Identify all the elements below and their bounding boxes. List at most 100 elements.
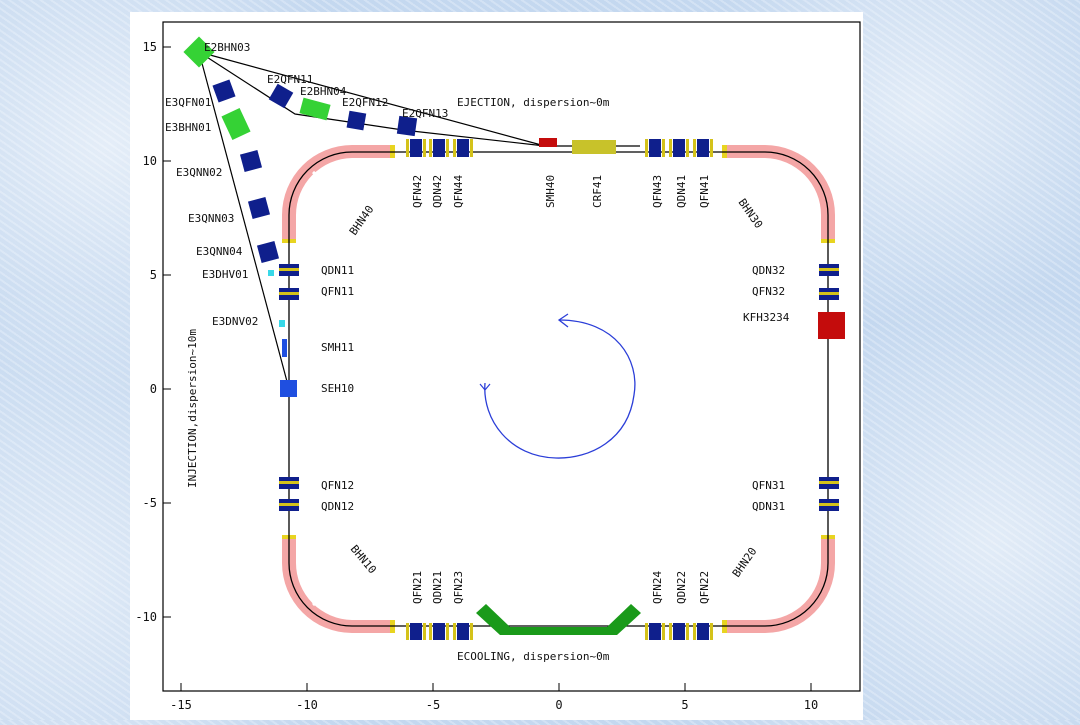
dipole-bhn40 xyxy=(282,145,392,240)
y-tick-label: 10 xyxy=(143,154,157,168)
y-tick-label: 0 xyxy=(150,382,157,396)
y-tick-labels: 15 10 5 0 -5 -10 xyxy=(135,40,157,624)
quad-qdn41 xyxy=(669,139,689,157)
quad-e2qfn13 xyxy=(396,115,418,137)
quad-qdn31 xyxy=(819,499,839,511)
label-qfn22: QFN22 xyxy=(698,571,711,604)
label-bhn30: BHN30 xyxy=(736,196,766,231)
quad-qfn22 xyxy=(693,623,713,640)
label-e3dhv01: E3DHV01 xyxy=(202,268,248,281)
label-e2qfn12: E2QFN12 xyxy=(342,96,388,109)
y-tick-label: 5 xyxy=(150,268,157,282)
x-tick-label: 5 xyxy=(681,698,688,712)
quad-qfn41 xyxy=(693,139,713,157)
label-qfn42: QFN42 xyxy=(411,175,424,208)
label-qfn43: QFN43 xyxy=(651,175,664,208)
rotation-arrow-tail xyxy=(479,383,491,391)
label-seh10: SEH10 xyxy=(321,382,354,395)
label-qdn42: QDN42 xyxy=(431,175,444,208)
label-e2bhn03: E2BHN03 xyxy=(204,41,250,54)
label-qdn41: QDN41 xyxy=(675,175,688,208)
quad-qfn44 xyxy=(453,139,473,157)
label-qdn12: QDN12 xyxy=(321,500,354,513)
quad-e3qnn02 xyxy=(239,149,263,173)
rotation-arrow xyxy=(484,319,636,459)
quad-qdn42 xyxy=(429,139,449,157)
dipole-bhn30 xyxy=(725,145,835,240)
label-e3qfn01: E3QFN01 xyxy=(165,96,211,109)
label-qdn22: QDN22 xyxy=(675,571,688,604)
cavity-crf41 xyxy=(572,140,616,154)
label-e2bhn04: E2BHN04 xyxy=(300,85,347,98)
septum-smh40 xyxy=(539,138,557,147)
y-tick-label: 15 xyxy=(143,40,157,54)
septum-seh10 xyxy=(280,380,297,397)
x-tick-label: -15 xyxy=(170,698,192,712)
x-tick-label: 0 xyxy=(555,698,562,712)
label-e3qnn03: E3QNN03 xyxy=(188,212,234,225)
label-qdn11: QDN11 xyxy=(321,264,354,277)
label-qdn21: QDN21 xyxy=(431,571,444,604)
quad-qdn11 xyxy=(279,264,299,276)
lattice-panel: -15 -10 -5 0 5 10 15 10 5 0 -5 -10 xyxy=(130,12,863,720)
label-e3qnn04: E3QNN04 xyxy=(196,245,243,258)
label-bhn20: BHN20 xyxy=(730,545,760,580)
label-qfn23: QFN23 xyxy=(452,571,465,604)
label-qfn21: QFN21 xyxy=(411,571,424,604)
label-qdn31: QDN31 xyxy=(752,500,785,513)
ring-quadrupoles xyxy=(279,139,839,640)
element-labels: E2BHN03 E2QFN11 E2BHN04 E2QFN12 E2QFN13 … xyxy=(165,41,790,663)
quad-qfn12 xyxy=(279,477,299,489)
label-crf41: CRF41 xyxy=(591,175,604,208)
label-qdn32: QDN32 xyxy=(752,264,785,277)
quad-qfn21 xyxy=(406,623,426,640)
corrector-e3dhv01 xyxy=(268,270,274,276)
quad-qdn21 xyxy=(429,623,449,640)
quad-qfn23 xyxy=(453,623,473,640)
label-smh40: SMH40 xyxy=(544,175,557,208)
label-kfh3234: KFH3234 xyxy=(743,311,790,324)
label-qfn44: QFN44 xyxy=(452,175,465,208)
y-axis-ticks xyxy=(163,46,171,618)
label-bhn40: BHN40 xyxy=(347,203,377,238)
ring-lattice-diagram: -15 -10 -5 0 5 10 15 10 5 0 -5 -10 xyxy=(135,21,861,712)
label-qfn32: QFN32 xyxy=(752,285,785,298)
quad-qdn12 xyxy=(279,499,299,511)
label-e3qnn02: E3QNN02 xyxy=(176,166,222,179)
quad-qdn22 xyxy=(669,623,689,640)
corrector-e3dnv02 xyxy=(279,320,285,327)
x-axis-ticks xyxy=(180,683,812,691)
x-tick-label: -10 xyxy=(296,698,318,712)
label-qfn24: QFN24 xyxy=(651,571,664,604)
dipole-bhn20 xyxy=(725,538,835,633)
transfer-line-elements xyxy=(183,36,418,327)
dipole-e2bhn04 xyxy=(299,97,331,121)
quad-e2qfn12 xyxy=(346,110,367,131)
label-qfn31: QFN31 xyxy=(752,479,785,492)
label-e3bhn01: E3BHN01 xyxy=(165,121,211,134)
quad-qfn32 xyxy=(819,288,839,300)
label-qfn11: QFN11 xyxy=(321,285,354,298)
label-e2qfn11: E2QFN11 xyxy=(267,73,313,86)
label-injection: INJECTION,dispersion~10m xyxy=(186,329,199,488)
electron-cooler xyxy=(476,604,641,635)
ring-orbit-inner xyxy=(296,159,765,240)
label-bhn10: BHN10 xyxy=(348,543,379,577)
quad-e3qnn03 xyxy=(247,196,271,220)
y-tick-label: -10 xyxy=(135,610,157,624)
dipole-e3bhn01 xyxy=(221,107,251,141)
label-ejection: EJECTION, dispersion~0m xyxy=(457,96,610,109)
x-tick-label: -5 xyxy=(426,698,440,712)
dipole-e2bhn03 xyxy=(183,36,215,68)
septum-smh11 xyxy=(282,339,287,357)
label-qfn41: QFN41 xyxy=(698,175,711,208)
dipole-bhn10 xyxy=(282,538,392,633)
quad-e3qfn01 xyxy=(212,79,236,103)
ring-orbit xyxy=(288,151,829,627)
quad-qfn43 xyxy=(645,139,665,157)
label-ecooling: ECOOLING, dispersion~0m xyxy=(457,650,610,663)
quad-qdn32 xyxy=(819,264,839,276)
x-tick-labels: -15 -10 -5 0 5 10 xyxy=(170,698,818,712)
quad-qfn24 xyxy=(645,623,665,640)
quad-qfn11 xyxy=(279,288,299,300)
